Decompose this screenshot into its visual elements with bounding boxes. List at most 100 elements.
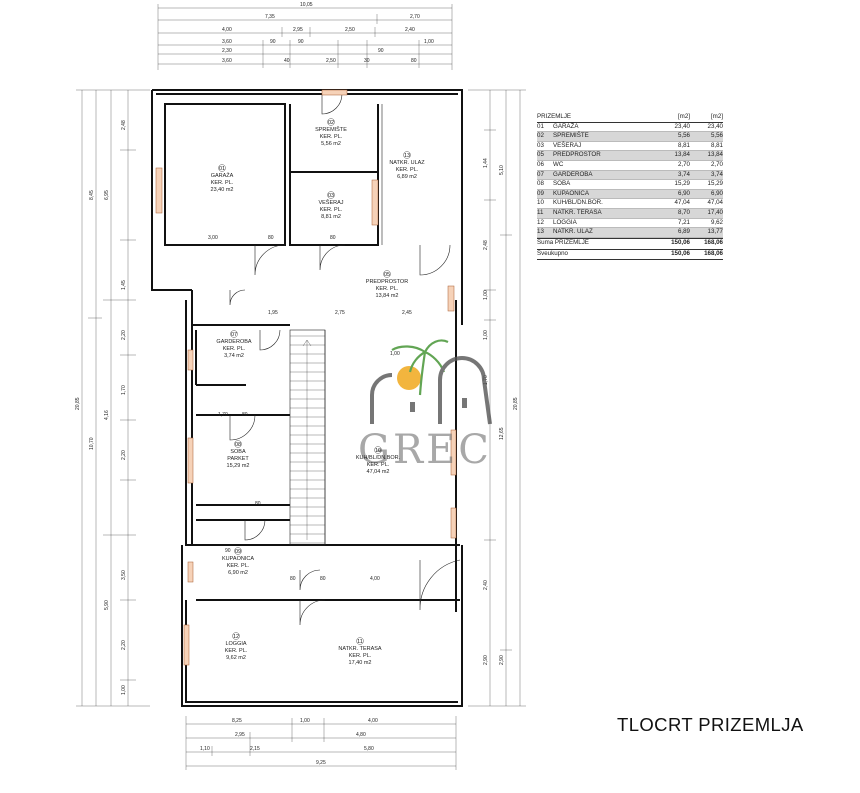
dim-top-3a: 3,60 bbox=[222, 39, 232, 45]
room-no: 01 bbox=[219, 166, 225, 172]
room-area: 5,56 m2 bbox=[321, 141, 341, 147]
dim-left-a1: 8,45 bbox=[89, 190, 95, 200]
table-cell-b: 9,62 bbox=[710, 218, 723, 226]
table-cell-b: 2,70 bbox=[710, 160, 723, 168]
sun-icon bbox=[397, 366, 421, 390]
room-no: 02 bbox=[328, 120, 334, 126]
dim-top-4a: 2,30 bbox=[222, 48, 232, 54]
table-cell-no: 01 bbox=[537, 122, 544, 130]
windows bbox=[155, 89, 457, 666]
table-header: PRIZEMLJE [m2] [m2] bbox=[537, 113, 723, 123]
dim-left-b2: 4,16 bbox=[104, 410, 110, 420]
sum-b: 168,06 bbox=[704, 238, 723, 246]
dim-int-8: 80 bbox=[242, 412, 248, 418]
room-no: 12 bbox=[233, 634, 239, 640]
dim-left-overall: 20,85 bbox=[75, 397, 81, 410]
room-floor: KER. PL. bbox=[225, 648, 248, 654]
table-cell-name: SPREMIŠTE bbox=[553, 132, 589, 140]
dim-left-a2: 10,70 bbox=[89, 437, 95, 450]
dim-int-13: 80 bbox=[290, 576, 296, 582]
dim-right-a3: 2,90 bbox=[499, 655, 505, 665]
dim-left-b3: 5,90 bbox=[104, 600, 110, 610]
table-cell-name: WC bbox=[553, 160, 564, 168]
dim-int-7: 1,70 bbox=[218, 412, 228, 418]
palm-tree-icon bbox=[391, 339, 449, 396]
table-cell-b: 13,84 bbox=[707, 151, 723, 159]
room-name: SPREMIŠTE bbox=[315, 126, 347, 133]
room-floor: KER. PL. bbox=[211, 180, 234, 186]
logo-text: GREC bbox=[358, 427, 492, 473]
dim-top-overall: 10,05 bbox=[300, 2, 313, 8]
table-cell-no: 13 bbox=[537, 228, 544, 236]
room-name: GARDEROBA bbox=[216, 339, 251, 345]
room-no: 08 bbox=[235, 442, 241, 448]
dim-int-10: 4,00 bbox=[370, 576, 380, 582]
dim-top-3b: 90 bbox=[270, 39, 276, 45]
table-cell-name: LOGGIA bbox=[553, 218, 577, 226]
right-dimension-labels: 20,85 5,10 12,65 2,90 1,44 2,48 1,00 1,0… bbox=[483, 158, 519, 665]
table-cell-no: 02 bbox=[537, 132, 544, 140]
dim-left-c6: 3,50 bbox=[121, 570, 127, 580]
walls bbox=[151, 89, 463, 707]
room-name: PREDPROSTOR bbox=[366, 279, 408, 285]
room-name: SOBA bbox=[230, 449, 246, 455]
dim-int-3: 80 bbox=[330, 235, 336, 241]
table-cell-a: 8,81 bbox=[677, 141, 690, 149]
dim-bottom-3c: 5,80 bbox=[364, 746, 374, 752]
dim-bottom-3b: 2,15 bbox=[250, 746, 260, 752]
dim-bottom-1a: 8,25 bbox=[232, 718, 242, 724]
dim-top-4b: 90 bbox=[378, 48, 384, 54]
dim-left-c3: 2,20 bbox=[121, 330, 127, 340]
dim-right-b7: 2,90 bbox=[483, 655, 489, 665]
room-no: 07 bbox=[231, 332, 237, 338]
room-area: 6,90 m2 bbox=[228, 570, 248, 576]
dim-top-5c: 2,50 bbox=[326, 58, 336, 64]
interior-dimension-labels: 3,00 80 80 1,95 2,75 2,45 1,70 80 80 4,0… bbox=[208, 235, 412, 582]
room-area: 47,04 m2 bbox=[367, 469, 390, 475]
table-cell-name: KUPAONICA bbox=[553, 189, 589, 197]
room-floor: KER. PL. bbox=[227, 563, 250, 569]
dim-right-a1: 5,10 bbox=[499, 165, 505, 175]
room-area: 3,74 m2 bbox=[224, 353, 244, 359]
table-cell-name: PREDPROSTOR bbox=[553, 151, 601, 159]
bottom-dimension-labels: 8,25 1,00 4,00 2,95 4,80 1,10 2,15 5,80 … bbox=[200, 718, 378, 766]
dim-int-12: 1,00 bbox=[390, 351, 400, 357]
table-cell-b: 6,90 bbox=[710, 189, 723, 197]
staircase bbox=[290, 335, 325, 544]
room-area: 6,89 m2 bbox=[397, 174, 417, 180]
dim-bottom-3a: 1,10 bbox=[200, 746, 210, 752]
dim-left-c5: 2,20 bbox=[121, 450, 127, 460]
table-cell-no: 11 bbox=[537, 208, 544, 216]
dim-right-overall: 20,85 bbox=[513, 397, 519, 410]
table-cell-no: 03 bbox=[537, 141, 544, 149]
room-area: 8,81 m2 bbox=[321, 214, 341, 220]
table-cell-a: 7,21 bbox=[677, 218, 690, 226]
dim-right-b4: 1,00 bbox=[483, 330, 489, 340]
room-floor: PARKET bbox=[227, 456, 249, 462]
room-name: VEŠERAJ bbox=[318, 199, 343, 206]
room-floor: KER. PL. bbox=[320, 134, 343, 140]
room-area: 17,40 m2 bbox=[349, 660, 372, 666]
room-name: LOGGIA bbox=[225, 641, 246, 647]
top-dimension-labels: 10,05 7,35 2,70 4,00 2,95 2,50 2,40 3,60… bbox=[222, 2, 434, 64]
table-cell-a: 5,56 bbox=[677, 132, 690, 140]
total-a: 150,06 bbox=[671, 250, 690, 258]
room-no: 13 bbox=[404, 153, 410, 159]
left-dimension-chains bbox=[76, 89, 150, 707]
table-sum-row: Suma PRIZEMLJE 150,06 168,06 bbox=[537, 237, 723, 248]
dim-int-14: 80 bbox=[320, 576, 326, 582]
dim-bottom-overall: 9,25 bbox=[316, 760, 326, 766]
table-cell-name: VEŠERAJ bbox=[553, 141, 582, 149]
room-name: GARAŽA bbox=[211, 171, 234, 179]
